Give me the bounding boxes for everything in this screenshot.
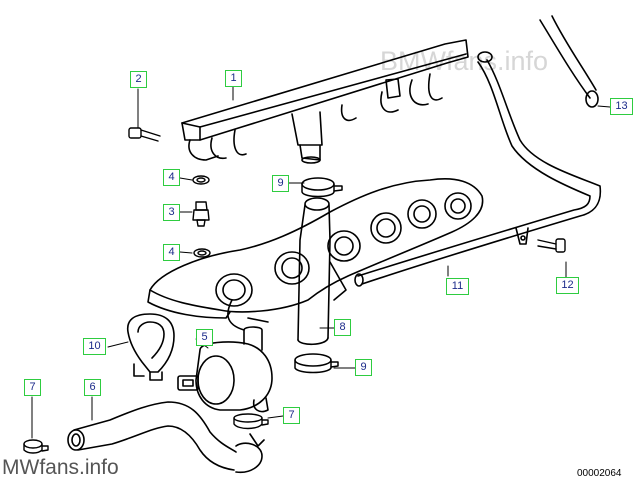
bolt-right — [537, 238, 566, 253]
callout-3: 3 — [163, 204, 180, 221]
watermark-top: BMWfans.info — [380, 46, 549, 76]
callout-8: 8 — [334, 319, 351, 336]
callout-7-left: 7 — [24, 379, 41, 396]
bolt-left — [128, 127, 161, 142]
callout-12: 12 — [556, 277, 579, 294]
diagram-number: 00002064 — [577, 468, 622, 479]
intake-manifold — [147, 178, 484, 319]
upper-hose — [539, 15, 599, 108]
callout-5: 5 — [196, 329, 213, 346]
callout-7-right: 7 — [283, 407, 300, 424]
return-pipe — [354, 51, 602, 287]
clamp-valve — [233, 413, 269, 430]
callout-4-upper: 4 — [163, 169, 180, 186]
injector-parts — [192, 175, 211, 258]
callout-9-lower: 9 — [355, 359, 372, 376]
callout-1: 1 — [225, 70, 242, 87]
clamp-lower — [294, 353, 339, 374]
idle-valve — [177, 299, 273, 413]
callout-2: 2 — [130, 71, 147, 88]
bracket — [126, 313, 175, 381]
leader-lines — [31, 86, 611, 439]
callout-10: 10 — [83, 338, 106, 355]
callout-4-lower: 4 — [163, 244, 180, 261]
callout-13: 13 — [610, 98, 633, 115]
callout-9-upper: 9 — [272, 175, 289, 192]
clamp-upper — [301, 177, 343, 198]
callout-6: 6 — [84, 379, 101, 396]
fuel-rail — [181, 39, 469, 164]
callout-11: 11 — [446, 278, 469, 295]
clamp-hose — [23, 439, 49, 454]
intake-pipe — [297, 197, 347, 346]
watermark-bottom: MWfans.info — [2, 456, 119, 479]
lower-hose — [67, 401, 265, 474]
